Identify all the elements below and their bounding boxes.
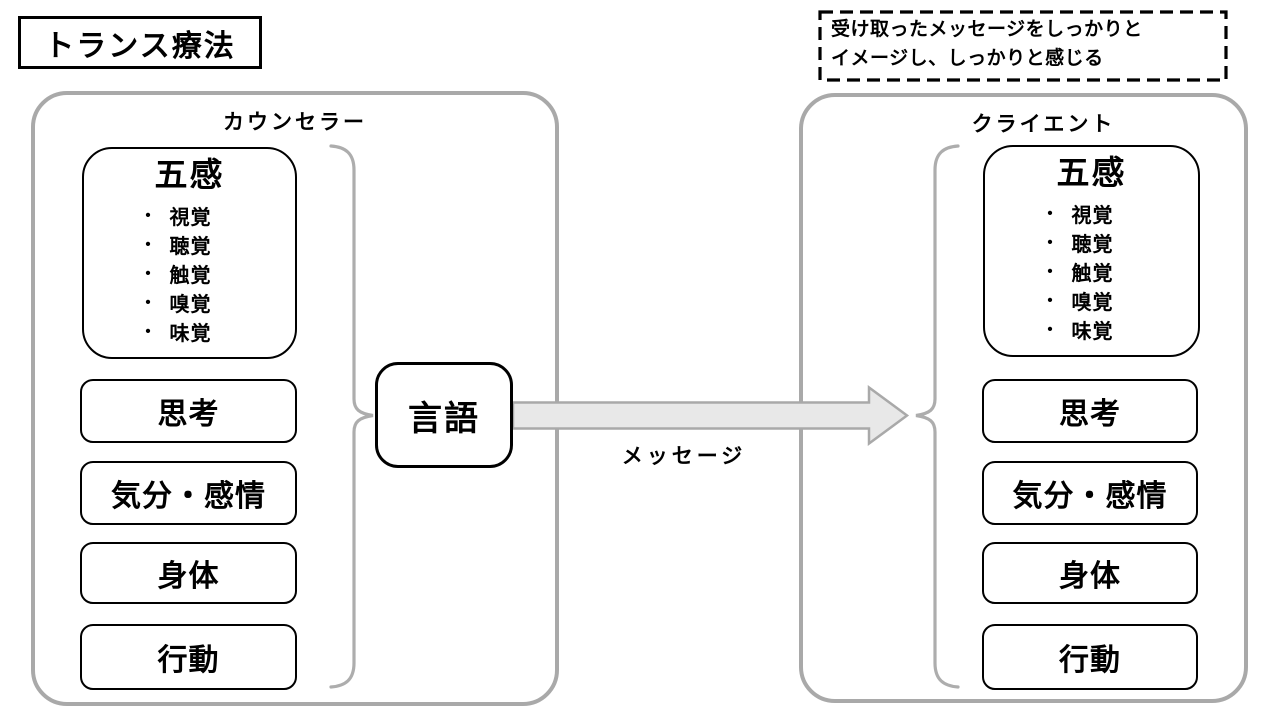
sense-item-label: 味覚 xyxy=(169,323,212,345)
language-box: 言語 xyxy=(375,362,513,468)
sense-item: • 嗅覚 xyxy=(142,288,238,317)
sense-item-label: 触覚 xyxy=(1071,263,1114,285)
client-stack-box: 気分・感情 xyxy=(982,461,1198,525)
note-box: 受け取ったメッセージをしっかりと イメージし、しっかりと感じる xyxy=(818,10,1228,82)
sense-item: • 聴覚 xyxy=(1044,228,1140,257)
counselor-stack-box: 思考 xyxy=(80,379,297,443)
sense-item: • 視覚 xyxy=(142,201,238,230)
sense-item-label: 聴覚 xyxy=(169,236,212,258)
bullet-icon: • xyxy=(1047,321,1054,338)
counselor-senses-box: 五感 • 視覚 • 聴覚 • 触覚 • 嗅覚 • 味覚 xyxy=(82,147,297,359)
client-senses-box: 五感 • 視覚 • 聴覚 • 触覚 • 嗅覚 • 味覚 xyxy=(983,145,1200,357)
title-box: トランス療法 xyxy=(18,16,262,69)
note-line-1: 受け取ったメッセージをしっかりと xyxy=(831,19,1143,40)
client-senses-list: • 視覚 • 聴覚 • 触覚 • 嗅覚 • 味覚 xyxy=(985,199,1198,344)
sense-item: • 嗅覚 xyxy=(1044,286,1140,315)
sense-item-label: 嗅覚 xyxy=(1071,292,1114,314)
bullet-icon: • xyxy=(1047,263,1054,280)
sense-item: • 触覚 xyxy=(1044,257,1140,286)
note-line-2: イメージし、しっかりと感じる xyxy=(831,48,1104,69)
message-label: メッセージ xyxy=(621,445,747,468)
counselor-stack-box: 身体 xyxy=(80,542,297,604)
bullet-icon: • xyxy=(1047,205,1054,222)
stack-box-label: 気分・感情 xyxy=(111,480,266,513)
bullet-icon: • xyxy=(145,323,152,340)
bullet-icon: • xyxy=(145,265,152,282)
language-label: 言語 xyxy=(408,399,480,438)
sense-item-label: 嗅覚 xyxy=(169,294,212,316)
counselor-label: カウンセラー xyxy=(223,111,367,134)
page-title: トランス療法 xyxy=(44,29,236,63)
stack-box-label: 身体 xyxy=(1059,560,1121,593)
stack-box-label: 気分・感情 xyxy=(1012,480,1168,513)
stack-box-label: 思考 xyxy=(1059,398,1121,431)
stack-box-label: 行動 xyxy=(157,644,220,677)
counselor-stack-box: 気分・感情 xyxy=(80,461,297,525)
sense-item-label: 視覚 xyxy=(1071,205,1114,227)
sense-item: • 味覚 xyxy=(1044,315,1140,344)
client-stack-box: 行動 xyxy=(982,624,1198,690)
counselor-stack-box: 行動 xyxy=(80,624,297,690)
stack-box-label: 行動 xyxy=(1059,644,1121,677)
bullet-icon: • xyxy=(1047,234,1054,251)
counselor-senses-title: 五感 xyxy=(154,156,225,193)
bullet-icon: • xyxy=(145,236,152,253)
sense-item: • 聴覚 xyxy=(142,230,238,259)
bullet-icon: • xyxy=(145,207,152,224)
client-stack-box: 思考 xyxy=(982,379,1198,443)
note-dashed-border xyxy=(818,10,1228,82)
client-stack-box: 身体 xyxy=(982,542,1198,604)
sense-item-label: 味覚 xyxy=(1071,321,1114,343)
note-text: 受け取ったメッセージをしっかりと イメージし、しっかりと感じる xyxy=(831,15,1143,73)
client-label: クライエント xyxy=(971,113,1116,136)
sense-item-label: 視覚 xyxy=(169,207,212,229)
stack-box-label: 身体 xyxy=(157,560,220,593)
stack-box-label: 思考 xyxy=(157,398,220,431)
sense-item: • 視覚 xyxy=(1044,199,1140,228)
counselor-senses-list: • 視覚 • 聴覚 • 触覚 • 嗅覚 • 味覚 xyxy=(84,201,295,346)
bullet-icon: • xyxy=(1047,292,1054,309)
sense-item-label: 触覚 xyxy=(169,265,212,287)
sense-item: • 味覚 xyxy=(142,317,238,346)
sense-item-label: 聴覚 xyxy=(1071,234,1114,256)
client-senses-title: 五感 xyxy=(1056,154,1127,191)
bullet-icon: • xyxy=(145,294,152,311)
sense-item: • 触覚 xyxy=(142,259,238,288)
